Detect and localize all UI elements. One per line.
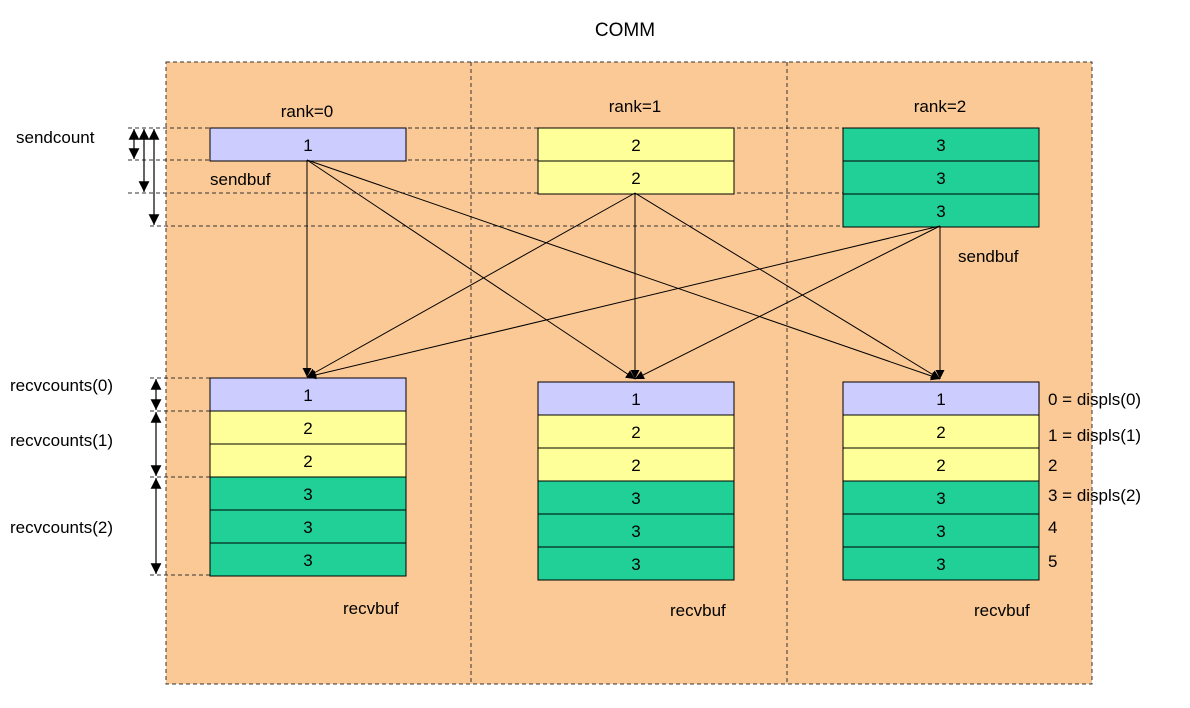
recvbuf-cell [842,546,1040,581]
recvbuf-cell [842,480,1040,515]
sendbuf-label: sendbuf [210,170,271,189]
recvbuf-cell [537,414,735,449]
rank-label: rank=2 [914,97,966,116]
recvbuf-cell [842,513,1040,548]
recvbuf-cell [537,513,735,548]
displs-label: 5 [1048,552,1057,571]
recvbuf-cell [209,509,407,544]
recvbuf-label: recvbuf [343,599,399,618]
sendbuf-cell-value: 3 [936,169,945,188]
recvbuf-cell-value: 2 [936,423,945,442]
recvcounts-label: recvcounts(0) [10,376,113,395]
recvbuf-cell [537,480,735,515]
sendbuf-cell [842,160,1040,195]
recvbuf-cell-value: 3 [303,485,312,504]
recvbuf-cell [209,443,407,478]
recvbuf-cell-value: 2 [631,423,640,442]
recvbuf-cell-value: 3 [936,489,945,508]
sendbuf-cell-value: 3 [936,202,945,221]
recvbuf-cell-value: 3 [936,522,945,541]
transfer-arrow [306,159,941,381]
recvbuf-cell-value: 3 [631,489,640,508]
recvbuf-label: recvbuf [974,601,1030,620]
recvbuf-cell-value: 3 [303,551,312,570]
recv-guides [150,377,210,576]
sendcount-label: sendcount [16,128,95,147]
recvbuf-cell [537,546,735,581]
displs-label: 2 [1048,456,1057,475]
recvbuf-label: recvbuf [670,601,726,620]
rank-label: rank=1 [609,97,661,116]
rank-label: rank=0 [281,102,333,121]
sendbuf-cell-value: 2 [631,136,640,155]
recvcounts-label: recvcounts(1) [10,431,113,450]
recvbuf-cell-value: 3 [936,555,945,574]
displs-label: 3 = displs(2) [1048,486,1141,505]
recvcounts-label: recvcounts(2) [10,518,113,537]
transfer-arrow [306,225,941,380]
recvbuf-cell-value: 2 [631,456,640,475]
recvbuf-cell [842,414,1040,449]
recvbuf-cell [209,542,407,577]
recvbuf-cell-value: 1 [303,386,312,405]
recvbuf-cell [209,410,407,445]
sendbuf-cell [842,193,1040,228]
recvbuf-cell-value: 3 [631,555,640,574]
recvbuf-cell [209,377,407,412]
recvbuf-cell-value: 2 [936,456,945,475]
recvbuf-cell [209,476,407,511]
sendbuf-cell-value: 1 [303,136,312,155]
transfer-arrow [306,192,636,378]
recvbuf-cell [842,381,1040,416]
transfer-arrow [306,159,636,380]
sendbuf-cell-value: 3 [936,136,945,155]
sendbuf-cell [537,160,735,195]
displs-label: 0 = displs(0) [1048,390,1141,409]
transfer-arrows [302,159,945,381]
sendbuf-cell [209,127,407,162]
recvbuf-cell [537,447,735,482]
count-arrows [128,129,162,574]
sendbuf-label: sendbuf [958,247,1019,266]
sendbuf-cell-value: 2 [631,169,640,188]
recvbuf-cell-value: 3 [631,522,640,541]
recvbuf-cell [842,447,1040,482]
displs-label: 4 [1048,518,1057,537]
transfer-arrow [634,192,941,380]
recvbuf-cell-value: 3 [303,518,312,537]
sendbuf-cell [537,127,735,162]
displs-label: 1 = displs(1) [1048,426,1141,445]
comm-title: COMM [595,20,655,41]
transfer-arrow [634,225,941,380]
recvbuf-cell-value: 1 [631,390,640,409]
recvbuf-cell-value: 1 [936,390,945,409]
recvbuf-cell-value: 2 [303,419,312,438]
recvbuf-cell-value: 2 [303,452,312,471]
sendbuf-cell [842,127,1040,162]
